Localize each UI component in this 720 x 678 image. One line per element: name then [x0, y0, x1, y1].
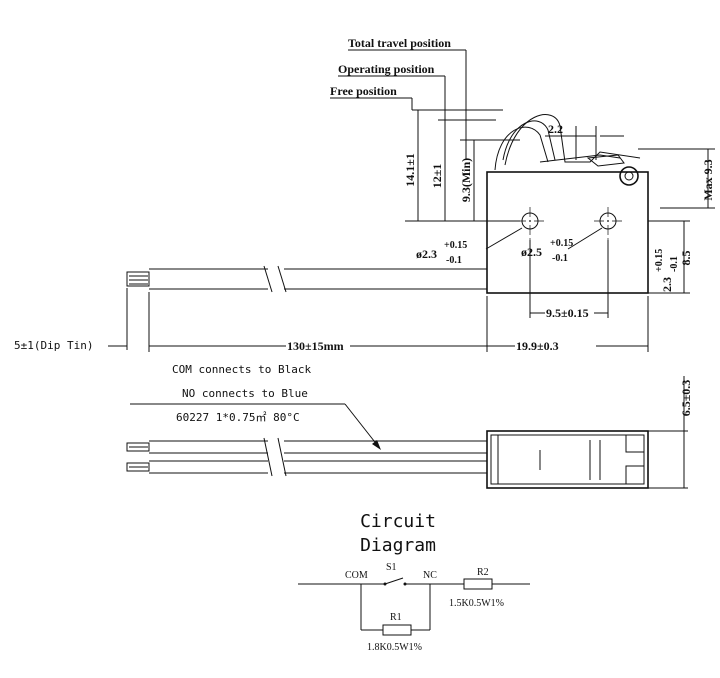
switch-body-top	[486, 430, 649, 489]
label-operating: Operating position	[338, 62, 435, 76]
switch-s1	[384, 577, 404, 585]
note-cable: 60227 1*0.75㎡ 80°C	[176, 411, 300, 424]
hole-2-3-minus: -0.1	[446, 255, 462, 266]
dim-9-3-min: 9.3(Min)	[459, 158, 473, 202]
switch-body	[486, 171, 649, 294]
note-no: NO connects to Blue	[182, 387, 308, 400]
roller	[619, 166, 639, 186]
dimensions-top: Total travel position Operating position…	[14, 36, 715, 353]
lever-total	[504, 114, 641, 166]
circuit-r1: R1	[390, 612, 402, 623]
dim-9-5: 9.5±0.15	[546, 306, 589, 320]
circuit-nc: NC	[423, 570, 437, 581]
dim-strip: 5±1(Dip Tin)	[14, 339, 93, 352]
dim-thickness: 6.5±0.3	[679, 380, 693, 417]
circuit-com: COM	[345, 570, 368, 581]
dim-max-9-3: Max 9.3	[701, 159, 715, 200]
cable-bottom	[126, 437, 487, 477]
dim-2-3-group: 2.3 +0.15 -0.1	[654, 249, 680, 292]
dim-12: 12±1	[430, 164, 444, 189]
resistor-r1	[382, 624, 412, 636]
resistor-r2	[463, 578, 493, 590]
circuit-s1: S1	[386, 562, 397, 573]
hole-2-5-plus: +0.15	[550, 238, 573, 249]
dim-2-3: 2.3	[660, 277, 674, 292]
wire-notes: COM connects to Black NO connects to Blu…	[130, 363, 381, 450]
dim-8-5: 8.5	[679, 251, 693, 266]
hole-2-5-minus: -0.1	[552, 253, 568, 264]
circuit-title-1: Circuit	[360, 511, 436, 532]
dim-14-1: 14.1±1	[403, 153, 417, 187]
switch-top-view: 6.5±0.3	[126, 376, 693, 489]
hole-2-5: ø2.5	[521, 245, 542, 259]
lever-free	[502, 120, 556, 161]
lever-operating	[494, 126, 549, 171]
note-com: COM connects to Black	[172, 363, 311, 376]
dim-2-2: 2.2	[548, 122, 563, 136]
dim-2-3-plus: +0.15	[654, 249, 665, 272]
circuit-r2: R2	[477, 567, 489, 578]
hole-2-3-plus: +0.15	[444, 240, 467, 251]
dim-body-width: 19.9±0.3	[516, 339, 559, 353]
circuit-r2-value: 1.5K0.5W1%	[449, 598, 504, 609]
hole-2-3: ø2.3	[416, 247, 437, 261]
dim-2-3-minus: -0.1	[669, 256, 680, 272]
label-free: Free position	[330, 84, 397, 98]
cable-top	[126, 265, 487, 293]
switch-side-view	[126, 114, 649, 294]
dim-cable-length: 130±15mm	[287, 339, 344, 353]
circuit-r1-value: 1.8K0.5W1%	[367, 642, 422, 653]
circuit-diagram: Circuit Diagram COM S1 NC R2 1.5K0.5W1% …	[298, 511, 530, 653]
circuit-title-2: Diagram	[360, 535, 436, 556]
label-total-travel: Total travel position	[348, 36, 451, 50]
